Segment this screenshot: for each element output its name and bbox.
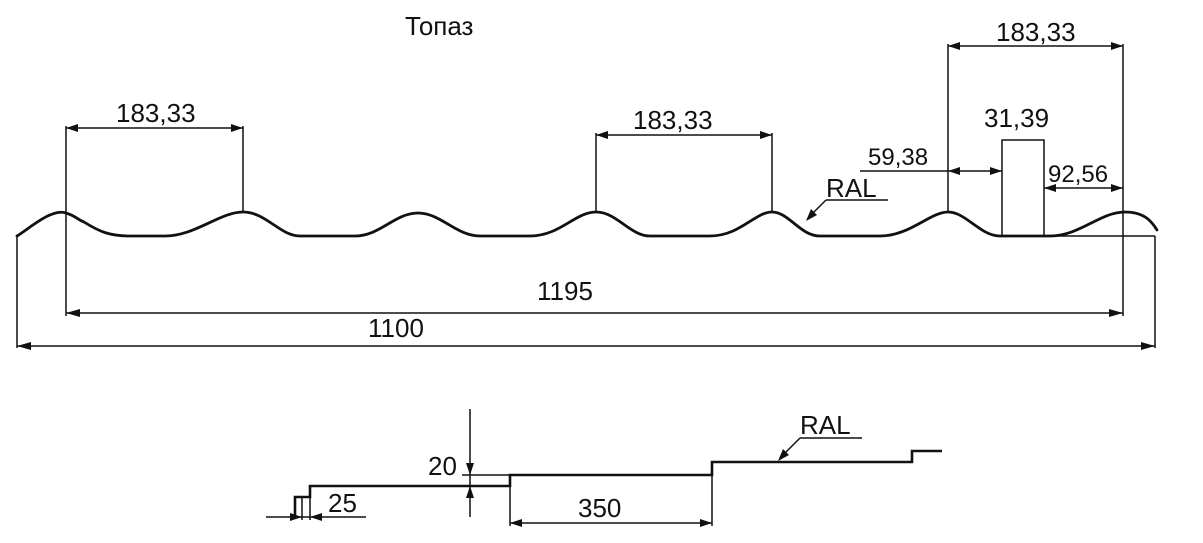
arrowhead [806, 209, 817, 221]
arrowhead [1111, 42, 1123, 50]
dim-right-offset-label: 92,56 [1048, 161, 1108, 188]
dim-wave-left-label: 183,33 [116, 98, 196, 128]
ral-label-top: RAL [826, 173, 877, 203]
arrowhead [17, 342, 31, 350]
arrowhead [1109, 309, 1123, 317]
dim-wave-right-label: 183,33 [996, 17, 1076, 47]
dim-wave-mid-label: 183,33 [633, 105, 713, 135]
arrowhead [66, 124, 78, 132]
arrowhead [1044, 184, 1056, 192]
drawing-title: Топаз [405, 11, 473, 41]
arrowhead [231, 124, 243, 132]
step-profile-view: 20 25 350 RAL [266, 409, 942, 527]
arrowhead [948, 42, 960, 50]
dim-useful-width-label: 1195 [537, 276, 593, 306]
dim-height-label: 20 [428, 451, 457, 481]
arrowhead [290, 513, 302, 521]
wave-profile-line [15, 210, 1159, 238]
arrowhead [596, 131, 608, 139]
arrowhead [66, 309, 80, 317]
arrowhead [948, 167, 960, 175]
arrowhead [1141, 342, 1155, 350]
dim-pitch-label: 350 [578, 493, 621, 523]
ral-label-bottom: RAL [800, 410, 851, 440]
wave-profile-view: 183,33 183,33 183,33 31,39 59,38 92,56 R… [15, 17, 1159, 350]
arrowhead [990, 167, 1002, 175]
arrowhead [1111, 184, 1123, 192]
dim-step-label: 25 [328, 488, 357, 518]
dim-left-offset-label: 59,38 [868, 144, 928, 171]
arrowhead [466, 486, 474, 498]
arrowhead [760, 131, 772, 139]
arrowhead [510, 519, 522, 527]
arrowhead [310, 513, 322, 521]
dim-crest-label: 31,39 [984, 103, 1049, 133]
arrowhead [466, 463, 474, 475]
dim-total-width-label: 1100 [368, 313, 424, 343]
arrowhead [778, 449, 789, 461]
arrowhead [700, 519, 712, 527]
crest-width-box [1001, 139, 1045, 237]
